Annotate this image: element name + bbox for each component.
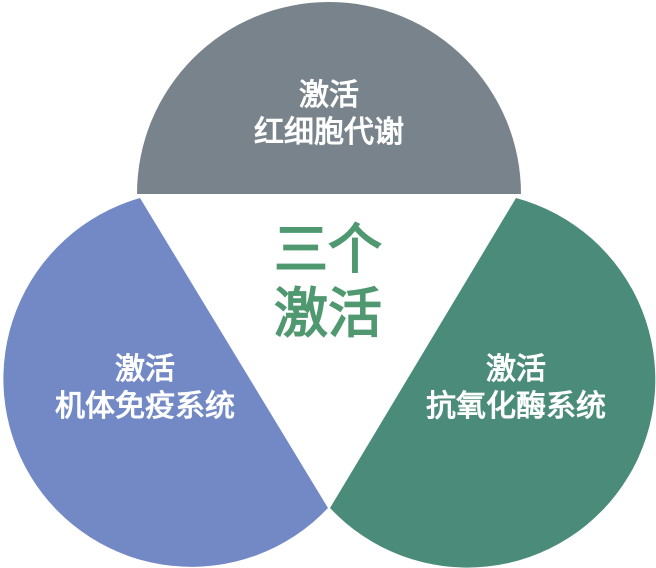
center-title-line1: 三个 (274, 218, 382, 281)
segment-top-line2: 红细胞代谢 (254, 114, 404, 150)
segment-right-label: 激活 抗氧化酶系统 (386, 352, 646, 425)
segment-top-shape (137, 2, 521, 194)
segment-left-line1: 激活 (115, 352, 175, 387)
center-title: 三个 激活 (228, 218, 428, 345)
segment-left-shape (3, 198, 328, 567)
center-title-line2: 激活 (274, 281, 382, 345)
segment-top-line1: 激活 (299, 78, 359, 113)
segment-right-line1: 激活 (486, 352, 546, 387)
segment-left-label: 激活 机体免疫系统 (10, 352, 280, 425)
segment-top-label: 激活 红细胞代谢 (229, 78, 429, 151)
segment-left-line2: 机体免疫系统 (55, 388, 235, 424)
segment-right-shape (330, 198, 656, 568)
segment-right-line2: 抗氧化酶系统 (426, 388, 606, 424)
